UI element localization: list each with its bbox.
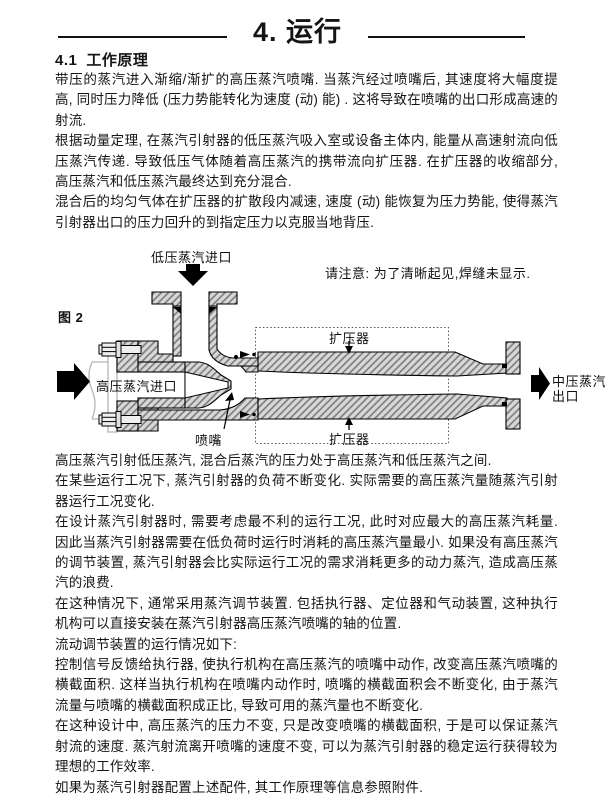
- body-text-before-figure: 带压的蒸汽进入渐缩/渐扩的高压蒸汽喷嘴. 当蒸汽经过喷嘴后, 其速度将大幅度提高…: [55, 70, 558, 233]
- paragraph: 混合后的均匀气体在扩压器的扩散段内减速, 速度 (动) 能恢复为压力势能, 使得…: [55, 194, 558, 230]
- label-nozzle: 喷嘴: [195, 433, 223, 448]
- paragraph: 在设计蒸汽引射器时, 需要考虑最不利的运行工况, 此时对应最大的高压蒸汽耗量. …: [55, 514, 558, 591]
- figure-2: 低压蒸汽进口 请注意: 为了清晰起见,焊缝未显示. 图 2 扩压器 高压蒸汽进口…: [0, 244, 610, 457]
- label-diffuser-bottom: 扩压器: [329, 432, 370, 447]
- ejector-diagram: [57, 264, 550, 444]
- paragraph: 在这种设计中, 高压蒸汽的压力不变, 只是改变喷嘴的横截面积, 于是可以保证蒸汽…: [55, 718, 558, 775]
- label-medium-pressure-outlet: 中压蒸汽 出口: [552, 374, 606, 404]
- outlet-label-line2: 出口: [552, 389, 580, 404]
- flange-bolt-top: [98, 341, 142, 358]
- chapter-title-row: 4. 运行: [0, 10, 610, 49]
- body-text-after-figure: 高压蒸汽引射低压蒸汽, 混合后蒸汽的压力处于高压蒸汽和低压蒸汽之间. 在某些运行…: [55, 451, 558, 799]
- nozzle-leader-arrowhead: [225, 392, 234, 401]
- nozzle-leader-line: [223, 399, 231, 430]
- outlet-label-line1: 中压蒸汽: [552, 374, 607, 389]
- weld-notch-bottom: [502, 402, 507, 406]
- diffuser-bottom-wall: [257, 393, 508, 420]
- flange-bolt-bottom: [98, 411, 142, 428]
- section-number: 4.1: [55, 52, 78, 69]
- flange-fillet-right: [209, 307, 217, 314]
- figure-label: 图 2: [58, 310, 84, 325]
- label-low-pressure-inlet: 低压蒸汽进口: [151, 250, 233, 265]
- diffuser-top-wall: [257, 351, 508, 377]
- lp-inlet-arrow: [178, 264, 208, 286]
- paragraph: 控制信号反馈给执行器, 使执行机构在高压蒸汽的喷嘴中动作, 改变高压蒸汽喷嘴的横…: [55, 657, 558, 713]
- weld-notch-top: [502, 364, 507, 368]
- label-diffuser-top: 扩压器: [329, 331, 370, 346]
- nozzle-bore: [184, 371, 229, 399]
- paragraph: 在某些运行工况下, 蒸汽引射器的负荷不断变化. 实际需要的高压蒸汽量随蒸汽引射器…: [55, 473, 558, 509]
- title-rule-right: [368, 35, 526, 38]
- outlet-flange: [505, 341, 521, 430]
- flange-fillet-left: [173, 307, 181, 314]
- hp-inlet-arrow: [57, 363, 90, 400]
- paragraph: 流动调节装置的运行情况如下:: [55, 636, 238, 652]
- figure-note: 请注意: 为了清晰起见,焊缝未显示.: [325, 266, 531, 281]
- paragraph: 在这种情况下, 通常采用蒸汽调节装置. 包括执行器、定位器和气动装置, 这种执行…: [55, 595, 558, 632]
- paragraph: 根据动量定理, 在蒸汽引射器的低压蒸汽吸入室或设备主体内, 能量从高速射流向低压…: [55, 133, 558, 190]
- diffuser-dotted-box: [255, 327, 449, 444]
- paragraph: 如果为蒸汽引射器配置上述配件, 其工作原理等信息参照附件.: [55, 779, 424, 795]
- lp-inlet-pipe: [151, 291, 259, 367]
- paragraph: 高压蒸汽引射低压蒸汽, 混合后蒸汽的压力处于高压蒸汽和低压蒸汽之间.: [55, 453, 492, 468]
- page-title: 4. 运行: [253, 17, 343, 47]
- section-heading: 4.1 工作原理: [55, 49, 148, 70]
- outlet-arrow: [531, 367, 550, 400]
- paragraph: 带压的蒸汽进入渐缩/渐扩的高压蒸汽喷嘴. 当蒸汽经过喷嘴后, 其速度将大幅度提高…: [55, 72, 558, 128]
- label-high-pressure-inlet: 高压蒸汽进口: [96, 379, 178, 394]
- joint-markers: [234, 351, 256, 418]
- title-rule-left: [58, 35, 227, 38]
- section-title: 工作原理: [86, 52, 149, 69]
- diffuser-leader-arrows: [345, 341, 353, 430]
